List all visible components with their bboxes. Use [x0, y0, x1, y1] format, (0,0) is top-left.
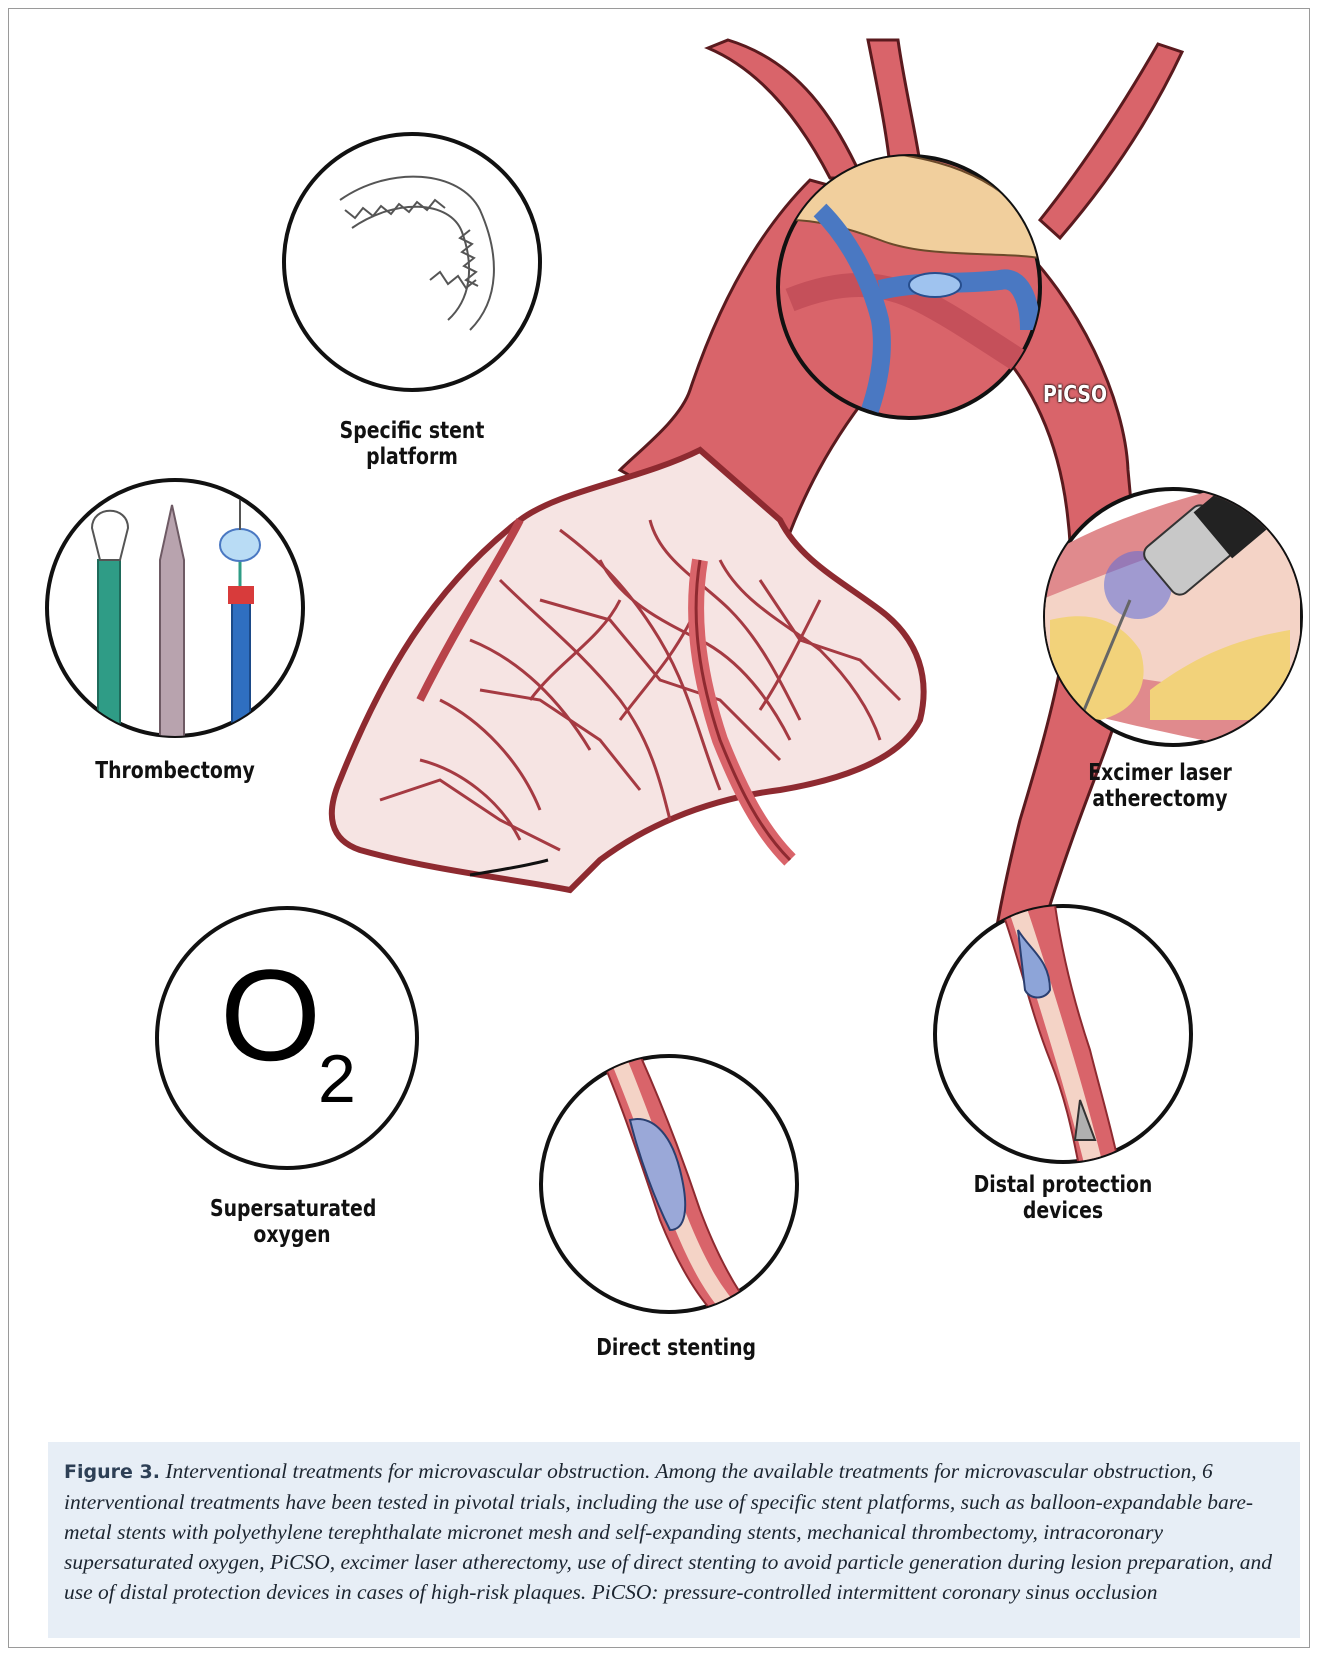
label-stent-line1: Specific stent — [338, 418, 486, 444]
label-distal-line2: devices — [973, 1198, 1153, 1224]
label-stent-line2: platform — [338, 444, 486, 470]
heart — [332, 450, 924, 890]
label-stent: Specific stent platform — [338, 418, 486, 470]
stent-circle — [284, 134, 540, 390]
oxygen-symbol-o: O — [220, 950, 321, 1080]
oxygen-symbol-subscript: 2 — [318, 1045, 356, 1113]
label-thrombectomy: Thrombectomy — [93, 758, 257, 784]
label-oxygen-line2: oxygen — [210, 1222, 374, 1248]
label-oxygen-line1: Supersaturated — [210, 1196, 374, 1222]
label-picso-line1: PiCSO — [1030, 382, 1120, 408]
thrombectomy-circle — [47, 480, 303, 750]
distal-circle — [935, 905, 1191, 1170]
figure-caption: Figure 3. Interventional treatments for … — [48, 1442, 1300, 1638]
label-picso: PiCSO — [1030, 382, 1120, 408]
picso-circle — [778, 150, 1050, 418]
label-thrombectomy-line1: Thrombectomy — [93, 758, 257, 784]
caption-text: Interventional treatments for microvascu… — [64, 1459, 1272, 1604]
label-oxygen: Supersaturated oxygen — [210, 1196, 374, 1248]
label-laser: Excimer laser atherectomy — [1078, 760, 1242, 812]
label-distal: Distal protection devices — [973, 1172, 1153, 1224]
label-laser-line1: Excimer laser — [1078, 760, 1242, 786]
caption-label: Figure 3. — [64, 1461, 160, 1483]
label-direct: Direct stenting — [596, 1335, 744, 1361]
label-laser-line2: atherectomy — [1078, 786, 1242, 812]
label-direct-line1: Direct stenting — [596, 1335, 744, 1361]
label-distal-line1: Distal protection — [973, 1172, 1153, 1198]
direct-circle — [541, 1055, 797, 1320]
